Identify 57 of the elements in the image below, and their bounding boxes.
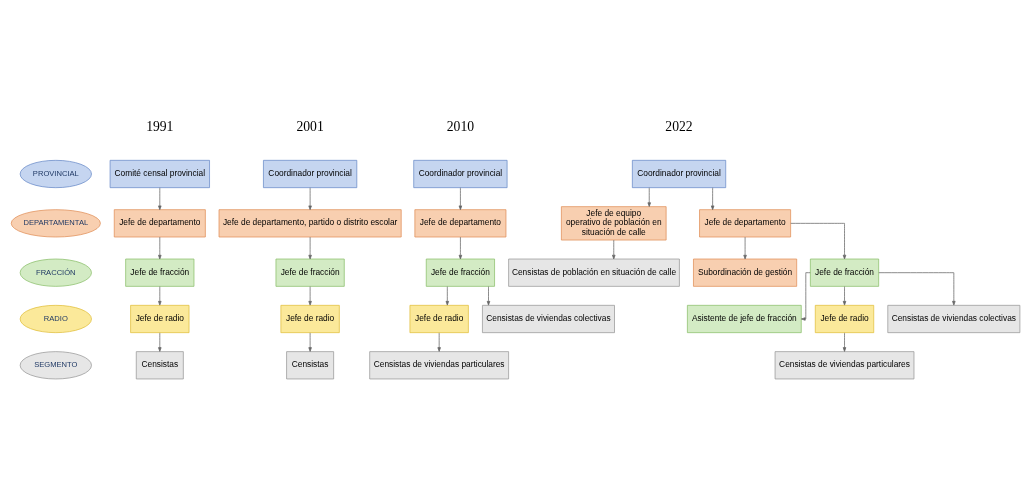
arrow xyxy=(308,286,312,306)
node-ellipse: SEGMENTO xyxy=(19,351,92,380)
arrow xyxy=(308,187,312,211)
arrow xyxy=(647,187,651,207)
node-box: Comité censal provincial xyxy=(109,159,210,189)
arrow xyxy=(612,239,616,260)
label: 2022 xyxy=(665,119,693,135)
arrow xyxy=(458,236,463,260)
arrow xyxy=(842,332,847,352)
arrow xyxy=(710,187,715,211)
node-box: Jefe de equipo operativo de población en situación de calle xyxy=(561,206,667,241)
node-ellipse: PROVINCIAL xyxy=(19,159,92,189)
arrow xyxy=(437,332,441,352)
node-box: Jefe de departamento xyxy=(414,209,507,238)
node-ellipse: RADIO xyxy=(19,304,92,334)
arrow xyxy=(878,272,956,306)
arrow xyxy=(158,187,162,211)
label: 2010 xyxy=(446,119,475,135)
node-box: Jefe de fracción xyxy=(810,258,880,287)
node-box: Jefe de radio xyxy=(409,304,469,334)
node-box: Asistente de jefe de fracción xyxy=(687,304,802,334)
arrow xyxy=(801,272,811,321)
arrow xyxy=(842,286,847,306)
arrow xyxy=(158,332,162,352)
node-box: Jefe de radio xyxy=(280,304,340,334)
arrow xyxy=(308,236,312,260)
arrow xyxy=(458,187,463,211)
arrow xyxy=(486,286,491,306)
label: 1991 xyxy=(146,119,174,135)
node-ellipse: FRACCIÓN xyxy=(19,258,92,287)
label: 2001 xyxy=(296,119,324,135)
arrow xyxy=(445,286,450,306)
node-box: Censistas de población en situación de calle xyxy=(508,258,680,287)
node-box: Jefe de departamento, partido o distrito escolar xyxy=(218,209,402,238)
arrow xyxy=(158,286,162,306)
arrow xyxy=(743,236,747,260)
node-box: Subordinación de gestión xyxy=(693,258,798,287)
node-box: Jefe de departamento xyxy=(113,209,206,238)
node-box: Jefe de fracción xyxy=(275,258,345,287)
node-box: Censistas de viviendas colectivas xyxy=(482,304,615,334)
node-box: Jefe de departamento xyxy=(699,209,791,238)
node-box: Coordinador provincial xyxy=(631,159,727,189)
node-box: Censistas de viviendas colectivas xyxy=(887,304,1021,334)
arrow xyxy=(158,236,162,260)
node-box: Censistas de viviendas particulares xyxy=(774,351,915,380)
node-box: Censistas de viviendas particulares xyxy=(369,351,509,380)
node-box: Jefe de fracción xyxy=(125,258,195,287)
node-box: Jefe de fracción xyxy=(425,258,495,287)
node-box: Coordinador provincial xyxy=(263,159,358,189)
node-box: Jefe de radio xyxy=(814,304,875,334)
node-box: Coordinador provincial xyxy=(413,159,508,189)
node-ellipse: DEPARTAMENTAL xyxy=(10,209,101,238)
arrow xyxy=(790,222,847,260)
node-box: Censistas xyxy=(286,351,335,380)
node-box: Censistas xyxy=(135,351,184,380)
arrow xyxy=(308,332,312,352)
node-box: Jefe de radio xyxy=(130,304,190,334)
